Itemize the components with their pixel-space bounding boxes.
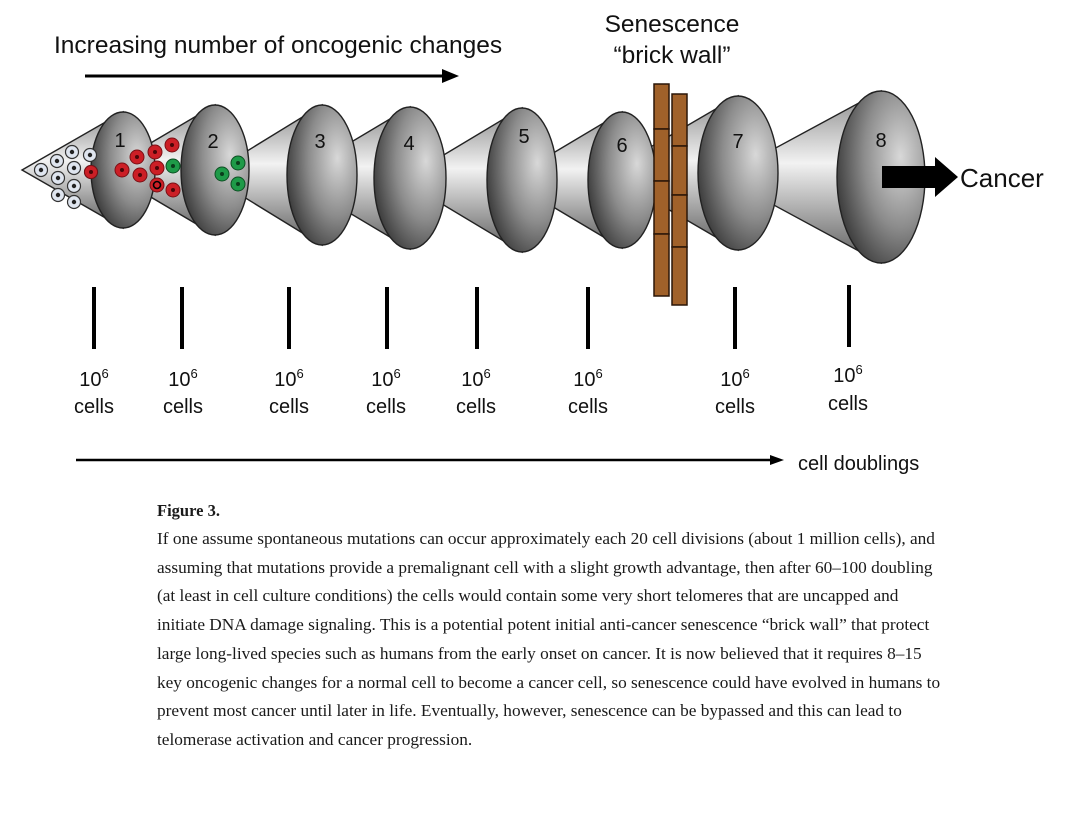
outlined-mutated-cell: [152, 180, 162, 190]
svg-text:cells: cells: [366, 396, 406, 418]
cell-count-4: 106 cells: [366, 366, 406, 418]
svg-text:cells: cells: [568, 396, 608, 418]
stage-number-8: 8: [875, 130, 886, 152]
svg-text:cells: cells: [828, 393, 868, 415]
svg-text:106: 106: [461, 366, 490, 391]
senescence-diagram: Increasing number of oncogenic changes S…: [20, 11, 1044, 475]
svg-text:106: 106: [274, 366, 303, 391]
oncogenic-changes-arrowhead: [442, 69, 459, 83]
stage-number-6: 6: [616, 135, 627, 157]
caption-title: Figure 3.: [157, 501, 220, 520]
stage-number-5: 5: [518, 126, 529, 148]
cell-count-8: 106 cells: [828, 362, 868, 415]
cell-count-1: 106 cells: [74, 366, 114, 418]
cancer-label: Cancer: [960, 163, 1044, 193]
brick-wall: [653, 83, 688, 306]
cell-count-3: 106 cells: [269, 366, 309, 418]
stage-number-3: 3: [314, 131, 325, 153]
cone-stage-6: 6: [506, 110, 657, 250]
normal-cell-nuclei: [38, 149, 93, 205]
svg-text:cells: cells: [74, 396, 114, 418]
stage-number-1: 1: [114, 130, 125, 152]
stage-number-2: 2: [207, 131, 218, 153]
svg-text:cells: cells: [163, 396, 203, 418]
cancer-arrow: [882, 157, 958, 197]
svg-text:106: 106: [371, 366, 400, 391]
svg-text:106: 106: [79, 366, 108, 391]
mutated-cells-green: [165, 155, 246, 192]
cell-doublings-label: cell doublings: [798, 453, 919, 475]
cell-count-2: 106 cells: [163, 366, 203, 418]
oncogenic-changes-label: Increasing number of oncogenic changes: [54, 32, 502, 59]
cone-stage-3: 3: [206, 103, 358, 247]
mutated-cell-nuclei-red: [89, 143, 175, 192]
cell-count-5: 106 cells: [456, 366, 496, 418]
cell-doublings-arrowhead: [770, 455, 784, 465]
senescence-label: Senescence: [605, 11, 740, 38]
cell-count-6: 106 cells: [568, 366, 608, 418]
mutated-cell-nuclei-green: [171, 161, 240, 186]
svg-text:106: 106: [720, 366, 749, 391]
brick-wall-label: “brick wall”: [613, 42, 730, 69]
svg-text:106: 106: [833, 362, 862, 387]
svg-text:cells: cells: [456, 396, 496, 418]
stage-number-4: 4: [403, 133, 414, 155]
stage-tick-marks: [92, 285, 851, 349]
cell-count-7: 106 cells: [715, 366, 755, 418]
svg-text:106: 106: [168, 366, 197, 391]
svg-text:106: 106: [573, 366, 602, 391]
caption-body: If one assume spontaneous mutations can …: [157, 529, 941, 749]
stage-number-7: 7: [732, 131, 743, 153]
figure-caption: Figure 3. If one assume spontaneous muta…: [157, 499, 947, 755]
svg-text:cells: cells: [269, 396, 309, 418]
cone-stage-5: 5: [400, 106, 558, 254]
svg-text:cells: cells: [715, 396, 755, 418]
